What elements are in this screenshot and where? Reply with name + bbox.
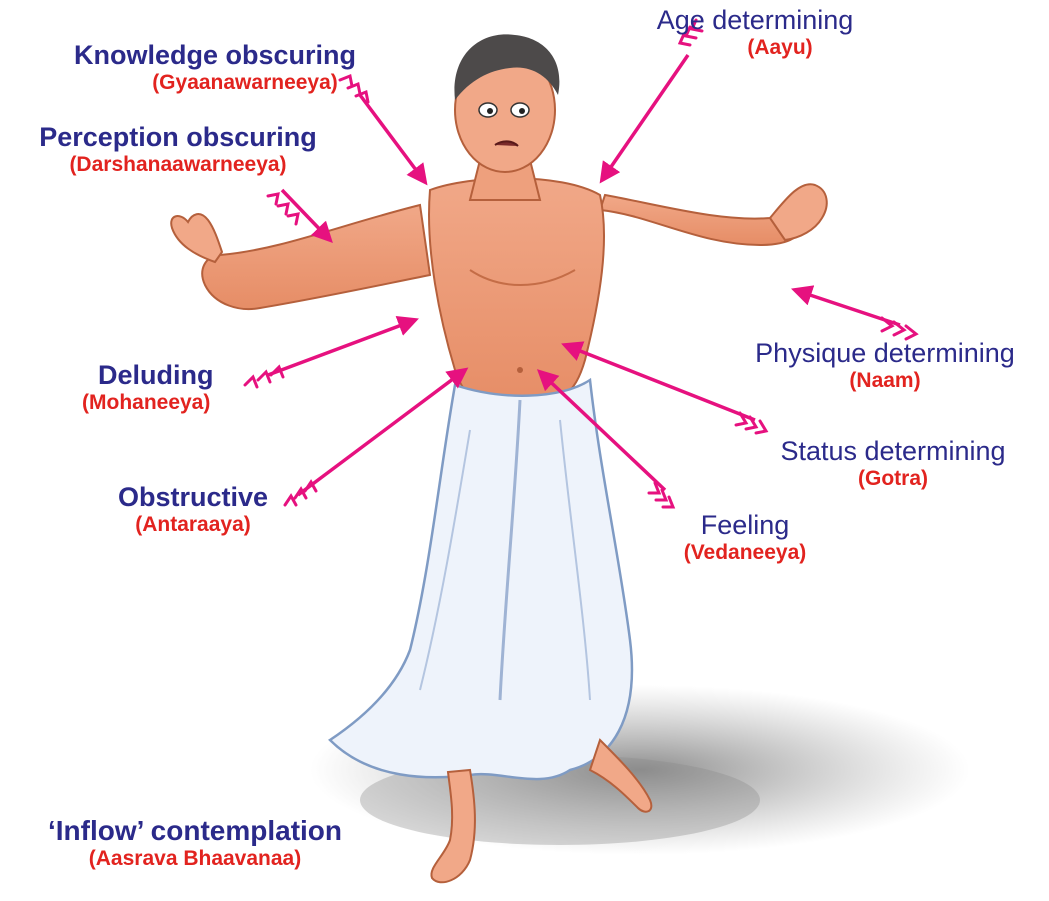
label-feeling-en: Feeling xyxy=(655,510,835,541)
torso xyxy=(429,178,604,408)
label-physique-determining: Physique determining (Naam) xyxy=(725,338,1045,393)
label-deluding-sk: (Mohaneeya) xyxy=(82,391,270,415)
dhoti xyxy=(330,380,632,779)
label-perception-en: Perception obscuring xyxy=(8,122,348,153)
label-knowledge-obscuring: Knowledge obscuring (Gyaanawarneeya) xyxy=(40,40,390,95)
label-status-determining: Status determining (Gotra) xyxy=(748,436,1038,491)
label-feeling-sk: (Vedaneeya) xyxy=(655,541,835,565)
label-deluding: Deluding (Mohaneeya) xyxy=(70,360,270,415)
label-status-sk: (Gotra) xyxy=(748,467,1038,491)
label-obstructive-en: Obstructive xyxy=(98,482,288,513)
label-deluding-en: Deluding xyxy=(98,360,270,391)
left-arm xyxy=(202,205,430,309)
arrow-age xyxy=(602,55,688,180)
label-age-en: Age determining xyxy=(625,5,885,36)
label-knowledge-sk: (Gyaanawarneeya) xyxy=(100,71,390,95)
label-knowledge-en: Knowledge obscuring xyxy=(40,40,390,71)
label-physique-en: Physique determining xyxy=(725,338,1045,369)
left-pupil xyxy=(487,108,493,114)
fletch-status xyxy=(736,413,766,433)
title-en: ‘Inflow’ contemplation xyxy=(15,815,375,847)
left-hand xyxy=(171,214,222,262)
label-obstructive-sk: (Antaraaya) xyxy=(98,513,288,537)
right-pupil xyxy=(519,108,525,114)
label-status-en: Status determining xyxy=(748,436,1038,467)
label-perception-sk: (Darshanaawarneeya) xyxy=(8,153,348,177)
label-obstructive: Obstructive (Antaraaya) xyxy=(98,482,288,537)
label-perception-obscuring: Perception obscuring (Darshanaawarneeya) xyxy=(8,122,348,177)
label-age-sk: (Aayu) xyxy=(675,36,885,60)
navel xyxy=(517,367,523,373)
label-physique-sk: (Naam) xyxy=(725,369,1045,393)
label-age-determining: Age determining (Aayu) xyxy=(625,5,885,60)
arrow-knowledge xyxy=(360,95,425,182)
arrow-deluding xyxy=(268,320,415,375)
right-hand xyxy=(770,184,827,240)
title-sk: (Aasrava Bhaavanaa) xyxy=(15,847,375,871)
label-feeling: Feeling (Vedaneeya) xyxy=(655,510,835,565)
fletch-perception xyxy=(268,194,298,224)
title-inflow-contemplation: ‘Inflow’ contemplation (Aasrava Bhaavana… xyxy=(15,815,375,871)
fletch-physique xyxy=(882,318,916,339)
